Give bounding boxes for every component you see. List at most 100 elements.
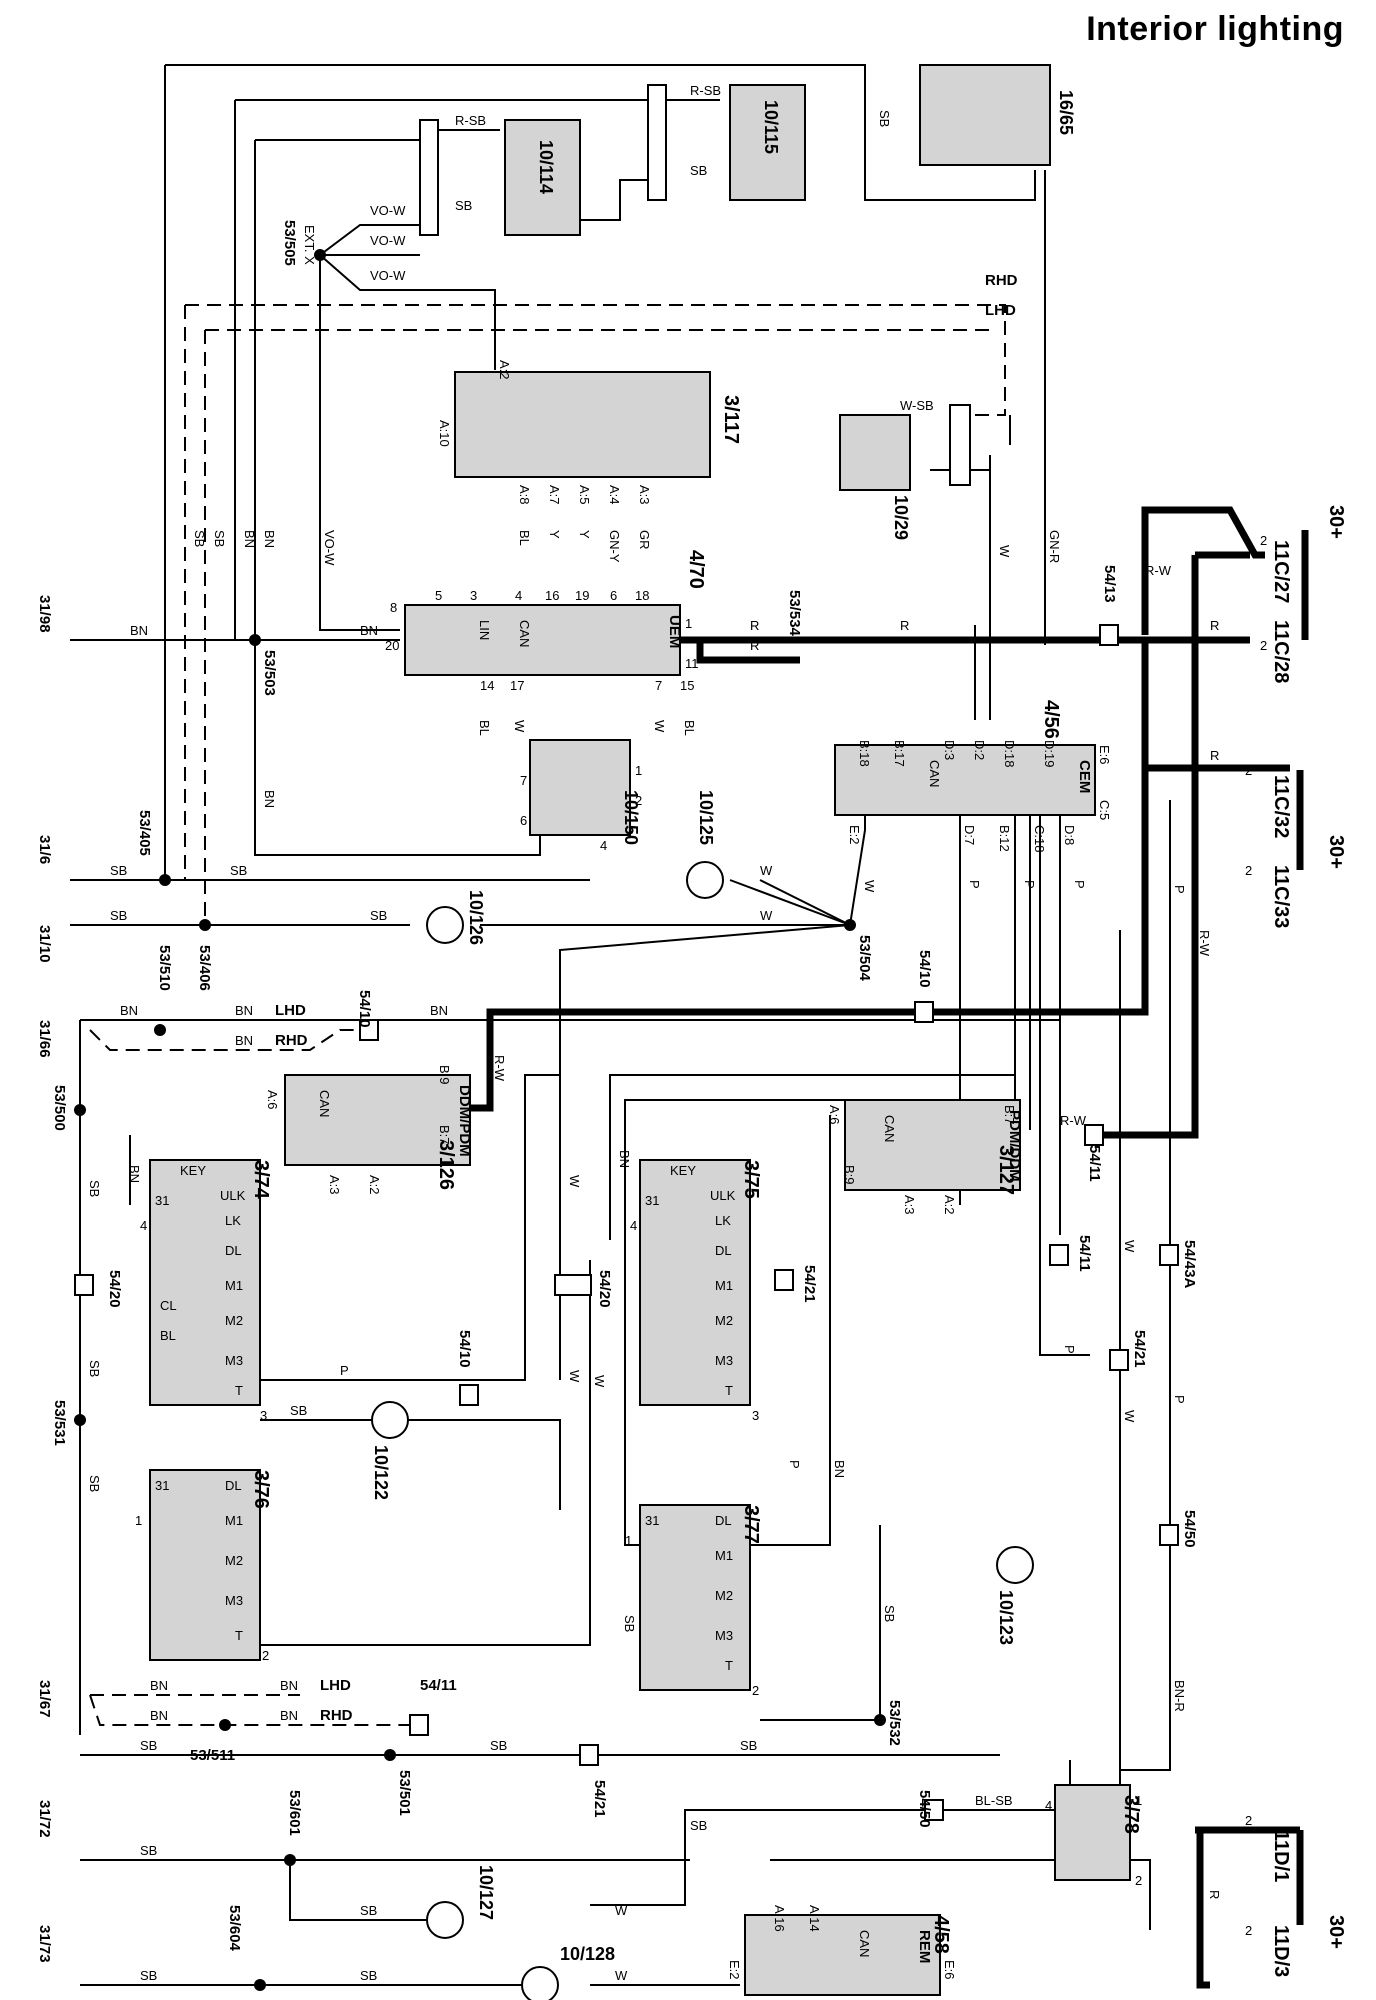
pin-lk: LK [715, 1213, 731, 1228]
page-title: Interior lighting [1086, 10, 1344, 48]
label-fuse-11d3: 11D/3 [1270, 1925, 1292, 1977]
pin-dl: DL [715, 1243, 732, 1258]
pin-e6: E:6 [942, 1960, 957, 1980]
connector-blocks [74, 624, 1179, 1821]
pin-m1: M1 [225, 1513, 243, 1528]
pin-key: KEY [180, 1163, 206, 1178]
splice-dot [199, 919, 211, 931]
wire-sb: SB [87, 1475, 102, 1492]
label-10-29: 10/29 [891, 495, 911, 540]
wire-p: P [967, 880, 982, 889]
wire-bl: BL [477, 720, 492, 736]
label-54-21: 54/21 [591, 1780, 608, 1818]
variant-rhd: RHD [985, 272, 1018, 289]
label-pdm-ddm: PDM/DDM [1006, 1110, 1023, 1182]
wire-w-sb: W-SB [900, 398, 934, 413]
wire-r: R [750, 638, 759, 653]
pin-a6: A:6 [265, 1090, 280, 1110]
pin-b9: B:9 [437, 1065, 452, 1085]
splice-dot [154, 1024, 166, 1036]
lamp-icon [371, 1401, 409, 1439]
connector-block [359, 1019, 379, 1041]
pin-m2: M2 [715, 1588, 733, 1603]
pin-31: 31 [155, 1193, 169, 1208]
pin-2: 2 [1245, 763, 1252, 778]
wire-sb: SB [110, 908, 127, 923]
wire-p: P [1072, 880, 1087, 889]
pin-d19: D:19 [1042, 740, 1057, 767]
label-can: CAN [927, 760, 942, 787]
wire-r-w: R-W [1060, 1113, 1087, 1128]
label-54-21: 54/21 [801, 1265, 818, 1303]
pin-c5: C:5 [1097, 800, 1112, 820]
wire-sb: SB [192, 530, 207, 547]
wire-vo-w: VO-W [322, 530, 337, 566]
splice-dot [384, 1749, 396, 1761]
splice-dot [314, 249, 326, 261]
pin-31: 31 [645, 1193, 659, 1208]
wire-sb: SB [370, 908, 387, 923]
wire-w: W [760, 908, 773, 923]
connector-block [914, 1001, 934, 1023]
splice-dot [284, 1854, 296, 1866]
pin-a5: A:5 [577, 485, 592, 505]
label-ground-31-6: 31/6 [36, 835, 53, 864]
wire-sb: SB [212, 530, 227, 547]
pin-t: T [725, 1658, 733, 1673]
wire-w: W [615, 1903, 628, 1918]
door-lock-3-77 [639, 1504, 751, 1691]
wire-bn: BN [262, 530, 277, 548]
pin-3: 3 [260, 1408, 267, 1423]
pin-d18: D:18 [1002, 740, 1017, 767]
label-54-11: 54/11 [420, 1677, 457, 1694]
lamp-10-115 [729, 84, 806, 201]
label-ground-31-10: 31/10 [36, 925, 53, 963]
label-54-50: 54/50 [1181, 1510, 1198, 1548]
wire-w: W [1122, 1410, 1137, 1423]
label-ground-31-67: 31/67 [36, 1680, 53, 1718]
label-can: CAN [857, 1930, 872, 1957]
wire-sb: SB [360, 1903, 377, 1918]
connector-block [459, 1384, 479, 1406]
wire-w: W [997, 545, 1012, 558]
pin-key: KEY [670, 1163, 696, 1178]
label-3-127: 3/127 [995, 1145, 1017, 1195]
label-4-56: 4/56 [1040, 700, 1062, 739]
pin-7: 7 [520, 773, 527, 788]
pin-2: 2 [1260, 533, 1267, 548]
connector-block [74, 1274, 94, 1296]
label-54-10: 54/10 [456, 1330, 473, 1368]
wire-r: R [1207, 1890, 1222, 1899]
pin-b18: B:18 [857, 740, 872, 767]
pin-a6: A:6 [827, 1105, 842, 1125]
lamp-icon [426, 1901, 464, 1939]
pin-1: 1 [685, 616, 692, 631]
pin-1: 1 [1135, 1793, 1142, 1808]
pin-4: 4 [630, 1218, 637, 1233]
door-lock-3-75 [639, 1159, 751, 1406]
pin-a10: A:10 [437, 420, 452, 447]
pin-a14: A:14 [807, 1905, 822, 1932]
wire-w: W [760, 863, 773, 878]
pin-d2: D:2 [972, 740, 987, 760]
pin-a2: A:2 [497, 360, 512, 380]
splice-dot [254, 1979, 266, 1991]
wire-bl: BL [682, 720, 697, 736]
connector-block [1099, 624, 1119, 646]
unit-16-65 [919, 64, 1051, 166]
label-fuse-11d1: 11D/1 [1270, 1830, 1292, 1882]
wire-bn-r: BN-R [1172, 1680, 1187, 1712]
splice-dot [219, 1719, 231, 1731]
wire-bn: BN [235, 1003, 253, 1018]
label-3-78: 3/78 [1120, 1795, 1142, 1834]
wire-sb: SB [877, 110, 892, 127]
wire-bn: BN [150, 1708, 168, 1723]
pin-a3: A:3 [902, 1195, 917, 1215]
pin-31: 31 [155, 1478, 169, 1493]
label-30-top: 30+ [1325, 505, 1347, 539]
pin-dl: DL [715, 1513, 732, 1528]
label-54-20: 54/20 [106, 1270, 123, 1308]
wire-w: W [592, 1375, 607, 1388]
pin-7: 7 [655, 678, 662, 693]
